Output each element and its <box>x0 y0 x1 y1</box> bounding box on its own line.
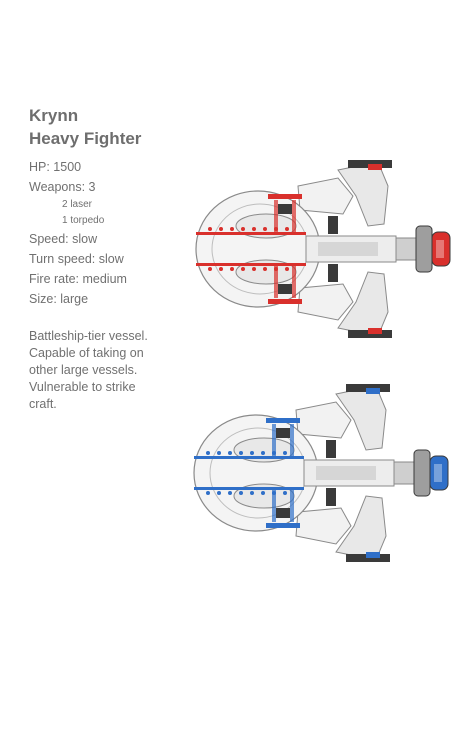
weapon-torpedo: 1 torpedo <box>62 215 105 226</box>
stat-size: Size: large <box>29 292 89 306</box>
unit-name-line2: Heavy Fighter <box>29 129 142 148</box>
stats-list: HP: 1500 Weapons: 3 2 laser 1 torpedo Sp… <box>29 157 127 309</box>
unit-description: Battleship-tier vessel. Capable of takin… <box>29 329 148 411</box>
stat-hp: HP: 1500 <box>29 160 82 174</box>
ship-sprite-red <box>195 160 451 338</box>
unit-title: Krynn Heavy Fighter <box>29 104 141 150</box>
stat-fire-rate: Fire rate: medium <box>29 272 127 286</box>
ship-sprite-blue <box>193 384 449 562</box>
stat-turn-speed: Turn speed: slow <box>29 252 124 266</box>
stat-speed: Speed: slow <box>29 232 98 246</box>
unit-name-line1: Krynn <box>29 106 79 125</box>
weapon-laser: 2 laser <box>62 199 93 210</box>
stat-weapons: Weapons: 3 <box>29 180 96 194</box>
